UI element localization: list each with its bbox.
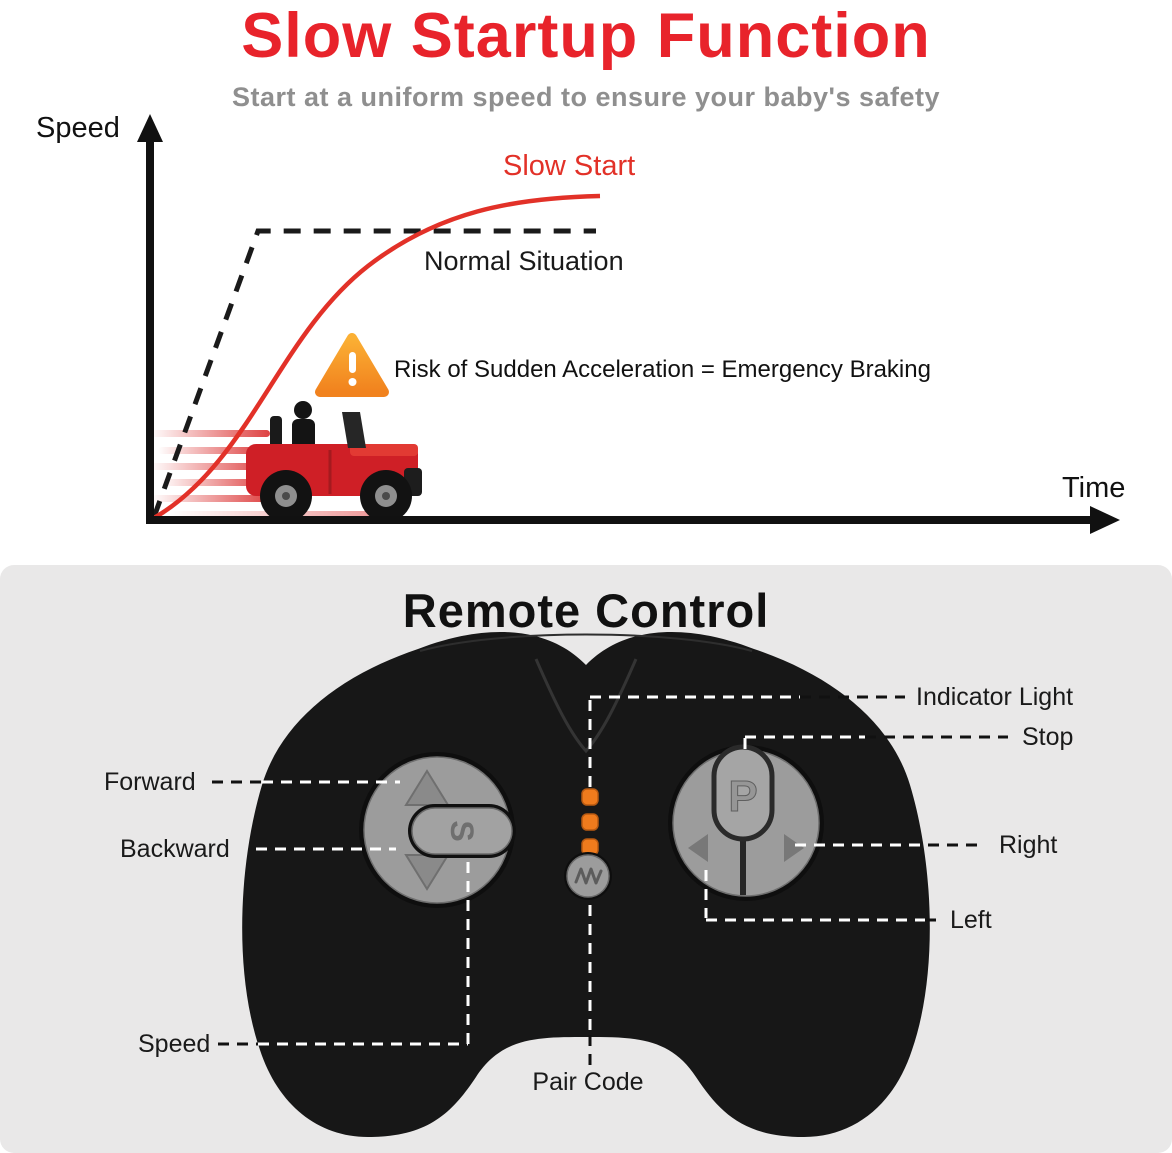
led-2 (581, 813, 599, 831)
page-subtitle: Start at a uniform speed to ensure your … (231, 82, 941, 112)
slow-start-curve (152, 193, 601, 520)
led-1 (581, 788, 599, 806)
speed-time-chart (137, 114, 1120, 534)
label-right: Right (999, 831, 1058, 859)
y-axis-label: Speed (36, 112, 120, 144)
toy-car-image (246, 401, 422, 522)
body-top-sheen (419, 633, 753, 652)
label-indicator-light: Indicator Light (916, 683, 1074, 711)
pair-code-icon (574, 867, 603, 885)
speed-button (411, 807, 513, 855)
label-forward: Forward (104, 768, 196, 796)
y-axis (137, 114, 163, 524)
page-title: Slow Startup Function (241, 1, 931, 71)
left-pad: S (359, 752, 516, 908)
label-speed: Speed (138, 1030, 211, 1058)
stop-button-glyph: P (728, 772, 757, 821)
label-pair-code: Pair Code (532, 1068, 644, 1096)
remote-title: Remote Control (402, 584, 770, 637)
stop-button (711, 744, 775, 842)
x-axis (146, 506, 1120, 534)
slow-startup-section: Slow Startup Function Start at a uniform… (0, 0, 1172, 565)
warning-annotation: Risk of Sudden Acceleration = Emergency … (394, 356, 931, 383)
speed-button-glyph: S (444, 820, 480, 841)
label-left: Left (950, 906, 992, 934)
label-backward: Backward (120, 835, 230, 863)
normal-situation-annotation: Normal Situation (424, 246, 624, 276)
normal-situation-line (151, 228, 596, 518)
warning-triangle-icon (315, 333, 389, 397)
callout-connectors (212, 695, 1008, 1065)
remote-controller-image: S P (212, 631, 1008, 1137)
slow-start-annotation: Slow Start (503, 150, 636, 182)
label-stop: Stop (1022, 723, 1074, 751)
right-pad: P (668, 744, 824, 901)
left-button (688, 834, 708, 862)
forward-button (404, 769, 450, 806)
x-axis-label: Time (1062, 472, 1126, 504)
indicator-lights (581, 788, 599, 856)
pair-code-button (564, 852, 612, 900)
right-button (784, 834, 804, 862)
